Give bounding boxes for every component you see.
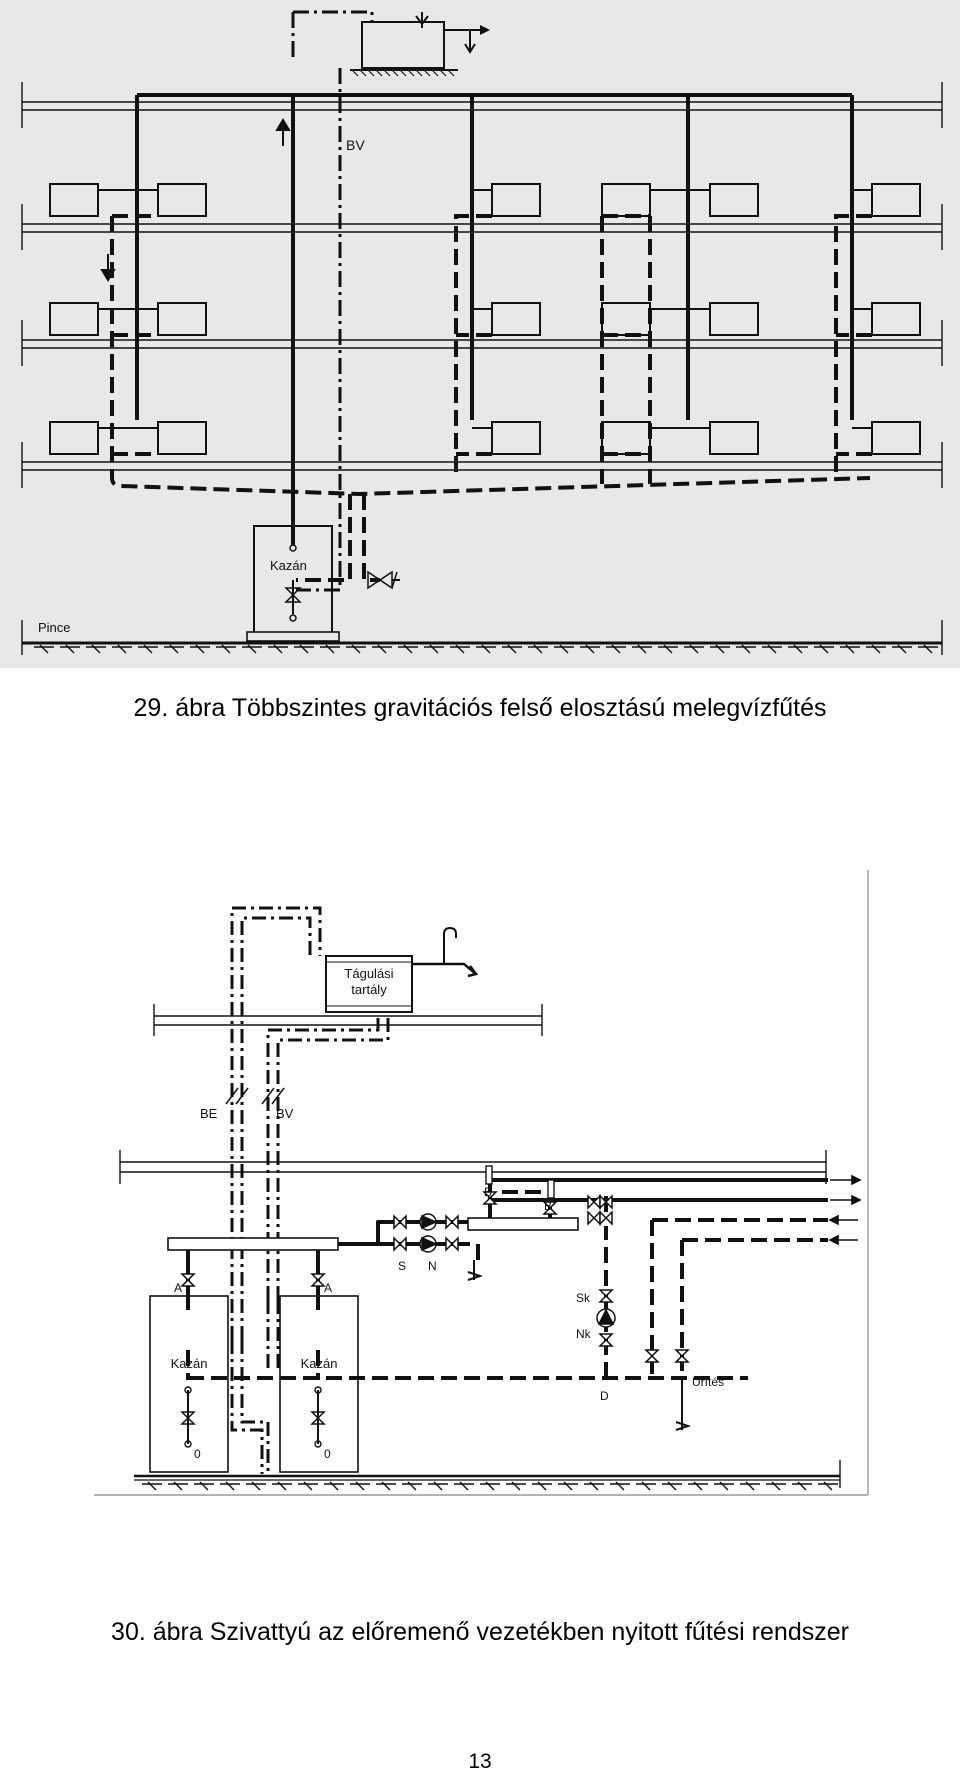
label-boiler-right: Kazán [301,1356,338,1371]
ground-line [21,620,943,655]
label-nk: Nk [576,1327,592,1341]
valve-icon [598,1289,614,1303]
drain [467,1260,692,1431]
expansion-tank [325,926,479,1013]
return-pipes [110,214,872,582]
basement-label: Pince [38,620,71,635]
figure-29-diagram: BV Kazán Pince [0,0,960,668]
tank-label-line2: tartály [351,982,387,997]
valve-icon [598,1333,614,1347]
tank-label-line1: Tágulási [344,966,393,981]
label-sk: Sk [576,1291,591,1305]
label-a-right: A [324,1281,332,1295]
flow-arrows [100,118,291,282]
label-o-right: 0 [324,1447,331,1461]
pumps [419,1213,616,1328]
supply-pipes [135,93,854,545]
label-boiler-left: Kazán [171,1356,208,1371]
valves [180,1191,690,1425]
boiler [246,525,340,642]
bv-safety-pipe [291,10,374,592]
bv-label-30: BV [276,1106,294,1121]
boiler-drop-lines [187,1390,319,1444]
be-bv-safety-pipes [230,906,390,1340]
label-o-left: 0 [194,1447,201,1461]
valve-icon [393,1236,407,1252]
label-b2: B [544,1199,552,1213]
ground-hatch [34,644,938,654]
valve-icon [599,1210,613,1226]
figure-30-diagram: Tágulási tartály BE BV [88,870,880,1506]
floor-slabs [21,82,943,488]
figure-30-caption: 30. ábra Szivattyú az előremenő vezetékb… [111,1618,849,1646]
drain-valve [367,570,400,590]
expansion-tank [350,12,490,77]
label-s: S [398,1259,406,1273]
valve-icon [542,1201,558,1215]
supply-header [167,1217,579,1251]
ground-hatch [142,1481,838,1491]
valve-icon [644,1349,660,1363]
valve-icon [674,1349,690,1363]
page-number: 13 [468,1750,492,1773]
valve-icon [393,1214,407,1230]
valve-icon [445,1236,459,1252]
ground-line [134,1460,841,1488]
label-drain: Ürítés [692,1375,724,1389]
outlet-arrows [828,1174,862,1246]
radiator-connections [98,189,872,429]
figure-29-caption: 29. ábra Többszintes gravitációs felső e… [133,694,827,722]
boiler-label: Kazán [270,558,307,573]
figure-30-background [88,870,880,1506]
valve-icon [180,1273,196,1287]
label-b1: B [484,1185,492,1199]
pipe-break-marks [225,1087,285,1105]
boiler-inner-pipes [230,1300,280,1474]
valve-icon [445,1214,459,1230]
label-d: D [600,1389,609,1403]
label-a-left: A [174,1281,182,1295]
be-label: BE [200,1106,218,1121]
label-n: N [428,1259,437,1273]
valve-icon [599,1194,613,1210]
valve-icon [482,1191,498,1205]
bv-label: BV [346,137,365,153]
valve-icon [310,1273,326,1287]
thermometers [485,1165,555,1199]
